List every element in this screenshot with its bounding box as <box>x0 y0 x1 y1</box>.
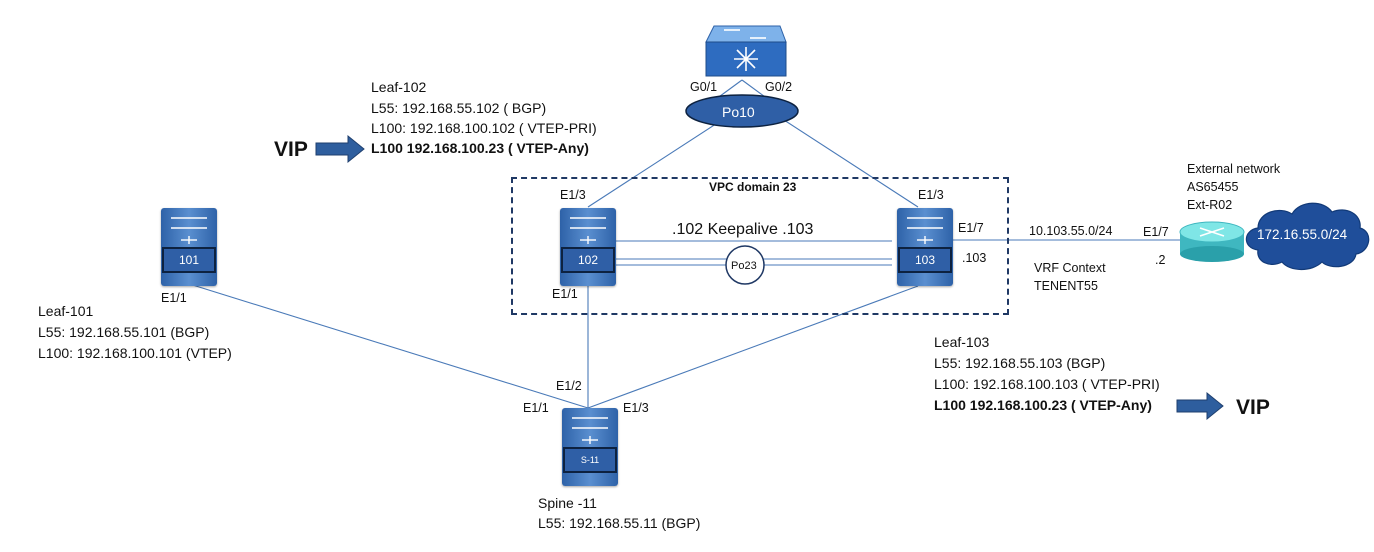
leaf-101-port-e11: E1/1 <box>161 291 187 305</box>
external-router-icon <box>1179 221 1245 262</box>
leaf-102-l100: L100: 192.168.100.102 ( VTEP-PRI) <box>371 120 597 136</box>
top-switch-icon <box>705 25 787 77</box>
external-as-label: AS65455 <box>1187 180 1239 194</box>
vip-arrow-right <box>1176 391 1224 421</box>
leaf-103-port-e17: E1/7 <box>958 221 984 235</box>
leaf-103-port-e13: E1/3 <box>918 188 944 202</box>
leaf-103-l55: L55: 192.168.55.103 (BGP) <box>934 355 1106 371</box>
leaf-102-port-e11: E1/1 <box>552 287 578 301</box>
leaf-103-title: Leaf-103 <box>934 334 990 350</box>
leaf-103-label: 103 <box>898 247 952 273</box>
spine-l55: L55: 192.168.55.11 (BGP) <box>538 515 701 531</box>
leaf-103-ip-suffix: .103 <box>962 251 987 265</box>
spine-title: Spine -11 <box>538 495 597 511</box>
external-link-subnet: 10.103.55.0/24 <box>1029 224 1113 238</box>
top-switch-port-g01: G0/1 <box>690 80 718 94</box>
spine-port-e12: E1/2 <box>556 379 582 393</box>
vrf-context-label: VRF Context <box>1034 261 1106 275</box>
external-cloud-icon <box>1245 202 1370 271</box>
top-switch-port-g02: G0/2 <box>765 80 793 94</box>
leaf-103-switch[interactable]: 103 <box>897 208 953 286</box>
external-port-e17: E1/7 <box>1143 225 1169 239</box>
leaf-102-title: Leaf-102 <box>371 79 427 95</box>
link-leaf102-po10 <box>587 119 723 208</box>
leaf-102-vip-label: VIP <box>274 138 308 161</box>
tenant-label: TENENT55 <box>1034 279 1098 293</box>
link-leaf103-po10 <box>783 119 919 208</box>
keepalive-label: .102 Keepalive .103 <box>672 221 814 238</box>
leaf-102-switch[interactable]: 102 <box>560 208 616 286</box>
leaf-103-vip-label: VIP <box>1236 396 1270 419</box>
leaf-101-l100: L100: 192.168.100.101 (VTEP) <box>38 345 232 361</box>
leaf-101-title: Leaf-101 <box>38 303 94 319</box>
external-network-title: External network <box>1187 162 1281 176</box>
spine-11-label: S-11 <box>563 447 617 473</box>
leaf-101-switch[interactable]: 101 <box>161 208 217 286</box>
po10-ellipse <box>685 94 799 128</box>
vpc-domain-box <box>511 177 1009 315</box>
leaf-102-label: 102 <box>561 247 615 273</box>
link-leaf101-spine <box>182 281 589 409</box>
leaf-101-l55: L55: 192.168.55.101 (BGP) <box>38 324 210 340</box>
leaf-101-label: 101 <box>162 247 216 273</box>
external-ip-suffix: .2 <box>1155 253 1166 267</box>
cloud-prefix-label: 172.16.55.0/24 <box>1257 227 1348 242</box>
leaf-102-vip-line: L100 192.168.100.23 ( VTEP-Any) <box>371 140 589 156</box>
leaf-102-l55: L55: 192.168.55.102 ( BGP) <box>371 100 547 116</box>
vip-arrow-left <box>315 134 365 164</box>
link-leaf103-spine <box>587 285 919 409</box>
leaf-103-vip-line: L100 192.168.100.23 ( VTEP-Any) <box>934 397 1152 413</box>
po10-label: Po10 <box>722 104 755 120</box>
spine-port-e13: E1/3 <box>623 401 649 415</box>
vpc-domain-title: VPC domain 23 <box>709 180 797 194</box>
leaf-103-l100: L100: 192.168.100.103 ( VTEP-PRI) <box>934 376 1160 392</box>
external-router-name: Ext-R02 <box>1187 198 1233 212</box>
po23-label: Po23 <box>731 260 757 272</box>
po23-circle <box>725 245 765 285</box>
leaf-102-port-e13: E1/3 <box>560 188 586 202</box>
spine-port-e11: E1/1 <box>523 401 549 415</box>
spine-11-switch[interactable]: S-11 <box>562 408 618 486</box>
